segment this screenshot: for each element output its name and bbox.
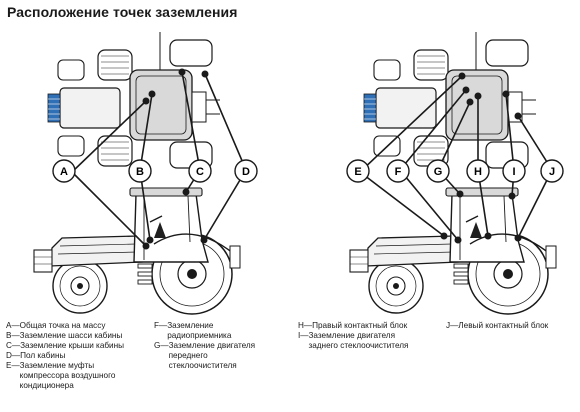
callout-B: B [128, 159, 152, 183]
svg-text:E: E [354, 166, 361, 178]
ground-point-dot [502, 90, 510, 98]
ground-point-dot [142, 97, 150, 105]
legend-item-e: E—Заземление муфты компрессора воздушног… [6, 361, 116, 390]
ground-point-dot [200, 236, 208, 244]
ground-point-dot [440, 232, 448, 240]
svg-text:G: G [434, 166, 443, 178]
ground-point-dot [148, 90, 156, 98]
ground-point-dot [458, 72, 466, 80]
legend-item-g: G—Заземление двигателя переднего стеклоо… [154, 341, 256, 370]
legend-item-b: B—Заземление шасси кабины [6, 331, 123, 340]
ground-point-dot [142, 242, 150, 250]
callout-H: H [466, 159, 490, 183]
callout-E: E [346, 159, 370, 183]
callout-I: I [502, 159, 526, 183]
legend-col3: H—Правый контактный блок I—Заземление дв… [298, 321, 423, 351]
ground-point-dot [456, 190, 464, 198]
ground-point-dot [454, 236, 462, 244]
svg-text:A: A [60, 166, 68, 178]
legend-item-c: C—Заземление крыши кабины [6, 341, 125, 350]
ground-point-dot [514, 234, 522, 242]
legend-col4: J—Левый контактный блок [446, 321, 574, 331]
ground-point-dot [462, 86, 470, 94]
svg-text:I: I [512, 166, 515, 178]
left-leader-lines [71, 71, 247, 247]
svg-text:B: B [136, 166, 144, 178]
ground-point-dot [146, 236, 154, 244]
svg-text:J: J [549, 166, 555, 178]
ground-point-dot [514, 112, 522, 120]
callout-J: J [540, 159, 564, 183]
svg-text:H: H [474, 166, 482, 178]
callout-A: A [52, 159, 76, 183]
left-ground-points [142, 68, 209, 250]
ground-point-dot [508, 192, 516, 200]
svg-text:D: D [242, 166, 250, 178]
legend-col1: A—Общая точка на массу B—Заземление шасс… [6, 321, 156, 391]
ground-point-dot [466, 98, 474, 106]
left-top-view [47, 31, 221, 169]
ground-point-dot [178, 68, 186, 76]
legend-item-f: F—Заземление радиоприемника [154, 321, 232, 340]
ground-point-dot [484, 232, 492, 240]
legend-col2: F—Заземление радиоприемника G—Заземление… [154, 321, 272, 371]
svg-text:C: C [196, 166, 204, 178]
legend-item-h: H—Правый контактный блок [298, 321, 408, 330]
right-top-view [363, 31, 537, 169]
ground-point-dot [474, 92, 482, 100]
ground-point-dot [201, 70, 209, 78]
right-ground-points [440, 72, 522, 244]
callout-D: D [234, 159, 258, 183]
callout-G: G [426, 159, 450, 183]
legend-item-a: A—Общая точка на массу [6, 321, 106, 330]
legend-item-j: J—Левый контактный блок [446, 321, 549, 330]
callout-F: F [386, 159, 410, 183]
callout-C: C [188, 159, 212, 183]
ground-point-dot [182, 188, 190, 196]
legend-item-d: D—Пол кабины [6, 351, 66, 360]
left-side-view [33, 187, 241, 315]
page-title: Расположение точек заземления [7, 4, 238, 20]
legend-item-i: I—Заземление двигателя заднего стеклоочи… [298, 331, 409, 350]
right-side-view [349, 187, 557, 315]
svg-text:F: F [395, 166, 402, 178]
